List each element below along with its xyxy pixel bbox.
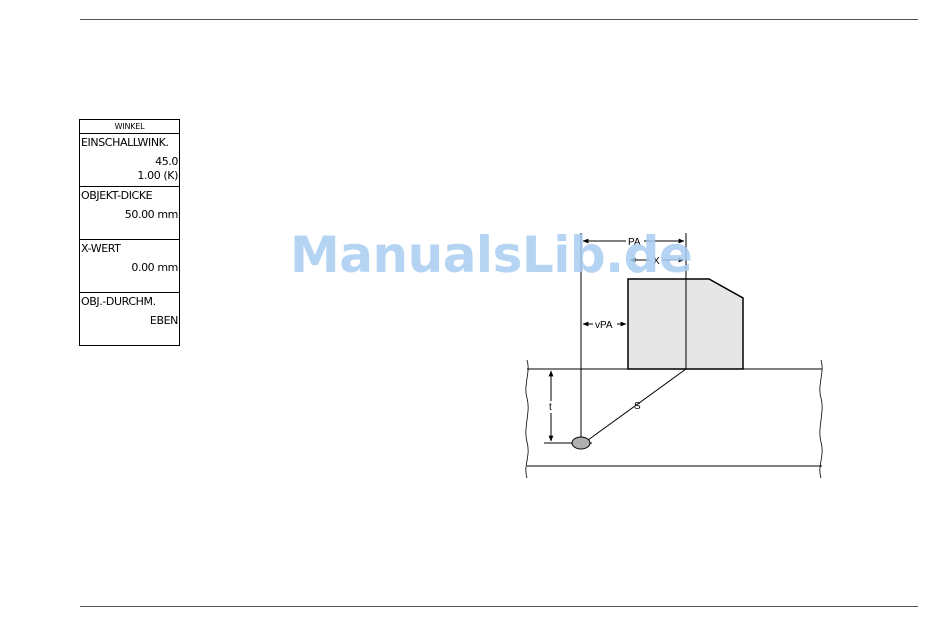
vpa-label: vPA [595, 320, 613, 331]
reflector-defect [572, 437, 590, 449]
watermark: ManualsLib.de [290, 226, 692, 284]
t-label: t [549, 402, 552, 413]
s-label: S [634, 401, 641, 412]
